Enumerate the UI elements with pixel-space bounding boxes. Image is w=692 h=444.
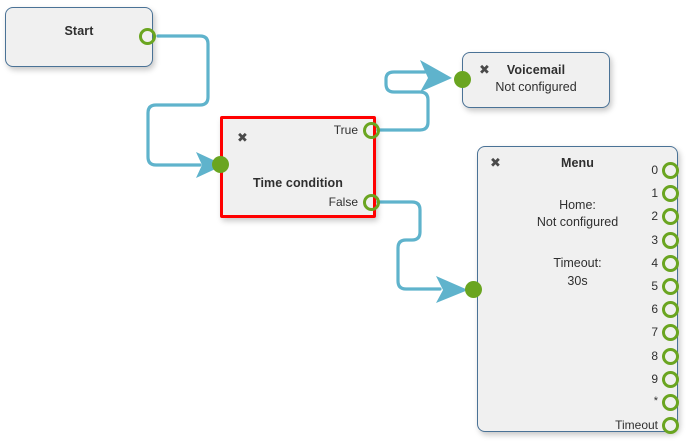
port-menu-output-5[interactable] [662,278,679,295]
port-menu-output-star[interactable] [662,394,679,411]
node-start[interactable]: Start [5,7,153,67]
port-label-menu-3: 3 [651,232,658,247]
port-label-menu-2: 2 [651,209,658,224]
wire-arrowhead-menu [436,276,468,303]
node-voicemail[interactable]: ✖ Voicemail Not configured [462,52,610,108]
wire-start-to-timecondition[interactable] [146,34,210,167]
port-menu-output-0[interactable] [662,162,679,179]
port-label-menu-7: 7 [651,325,658,340]
close-icon[interactable]: ✖ [479,62,490,77]
port-start-output[interactable] [139,28,156,45]
port-menu-output-7[interactable] [662,324,679,342]
node-menu-timeout-value: 30s [567,274,588,288]
port-menu-output-6[interactable] [662,301,679,319]
port-label-menu-8: 8 [651,348,658,363]
port-menu-output-timeout[interactable] [662,417,679,435]
port-label-menu-star: * [653,395,658,407]
close-icon[interactable]: ✖ [237,130,248,145]
port-menu-output-2[interactable] [662,208,679,226]
port-menu-output-3[interactable] [662,231,679,249]
port-label-menu-9: 9 [651,371,658,386]
node-voicemail-subtitle: Not configured [495,80,577,94]
wire-false-to-menu[interactable] [376,200,442,291]
port-label-menu-6: 6 [651,302,658,317]
port-time-condition-input[interactable] [212,156,229,173]
node-menu-timeout-label: Timeout: [553,256,602,270]
port-menu-output-1[interactable] [662,185,679,203]
port-menu-output-9[interactable] [662,370,679,388]
wire-true-to-voicemail[interactable] [376,70,430,132]
port-voicemail-input[interactable] [454,71,471,88]
port-label-true: True [333,123,358,137]
node-voicemail-title: Voicemail [506,63,566,77]
port-label-menu-5: 5 [651,279,658,293]
port-label-menu-0: 0 [651,163,658,177]
node-menu-title: Menu [560,156,595,170]
port-menu-output-8[interactable] [662,347,679,365]
port-label-false: False [328,195,358,209]
port-true-output[interactable] [363,122,380,139]
node-time-condition-title: Time condition [252,176,344,190]
node-start-title: Start [64,24,94,38]
port-menu-output-4[interactable] [662,254,679,272]
wire-arrowhead-voicemail [420,60,452,92]
port-label-menu-4: 4 [651,255,658,270]
port-label-menu-1: 1 [651,186,658,201]
node-menu[interactable]: ✖ Menu Home: Not configured Timeout: 30s [477,146,678,432]
node-menu-home-label: Home: [559,198,596,212]
node-menu-home-value: Not configured [536,215,619,229]
port-menu-input[interactable] [465,281,482,298]
port-false-output[interactable] [363,194,380,211]
close-icon[interactable]: ✖ [490,155,501,170]
port-label-menu-timeout: Timeout [615,418,658,433]
